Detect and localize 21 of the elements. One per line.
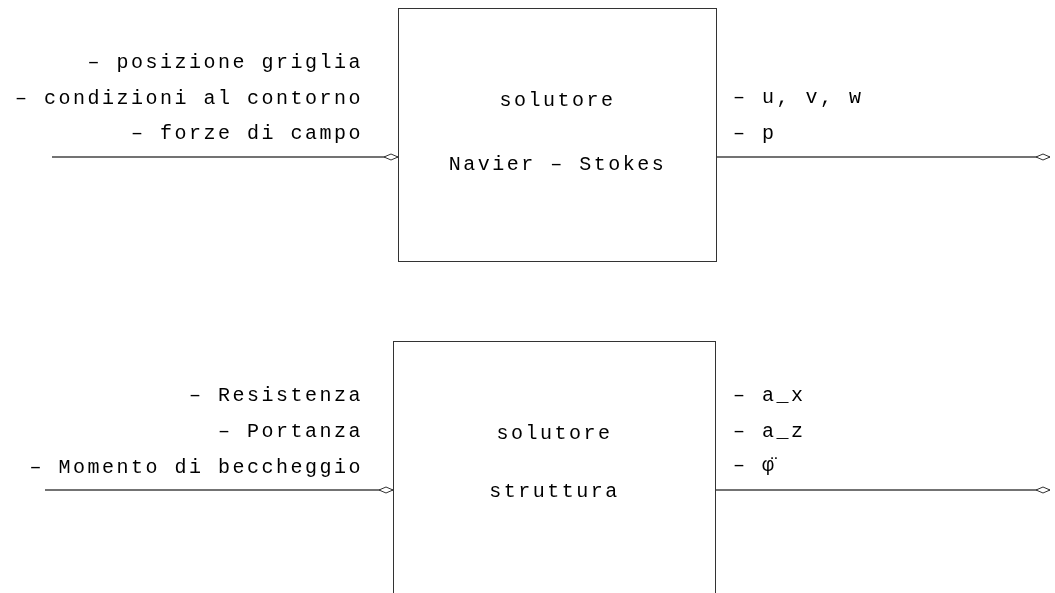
- variable-label: – Momento di beccheggio: [29, 455, 363, 481]
- process-box: [393, 341, 716, 593]
- variable-label: – φ̈: [733, 453, 777, 479]
- process-box: [398, 8, 717, 262]
- variable-label: – a_x: [733, 383, 806, 409]
- variable-label: – u, v, w: [733, 85, 864, 111]
- variable-label: – a_z: [733, 419, 806, 445]
- variable-label: – Portanza: [217, 419, 363, 445]
- box-text: solutore: [495, 422, 614, 446]
- variable-label: – posizione griglia: [87, 50, 363, 76]
- connector-line: [716, 153, 1051, 161]
- variable-label: – p: [733, 121, 777, 147]
- variable-label: – Resistenza: [188, 383, 363, 409]
- box-text: solutore: [498, 89, 617, 113]
- box-text: Navier – Stokes: [447, 153, 668, 177]
- connector-line: [715, 486, 1051, 494]
- variable-label: – forze di campo: [130, 121, 363, 147]
- variable-label: – condizioni al contorno: [14, 86, 363, 112]
- connector-line: [51, 153, 399, 161]
- box-text: struttura: [488, 480, 621, 504]
- connector-line: [44, 486, 394, 494]
